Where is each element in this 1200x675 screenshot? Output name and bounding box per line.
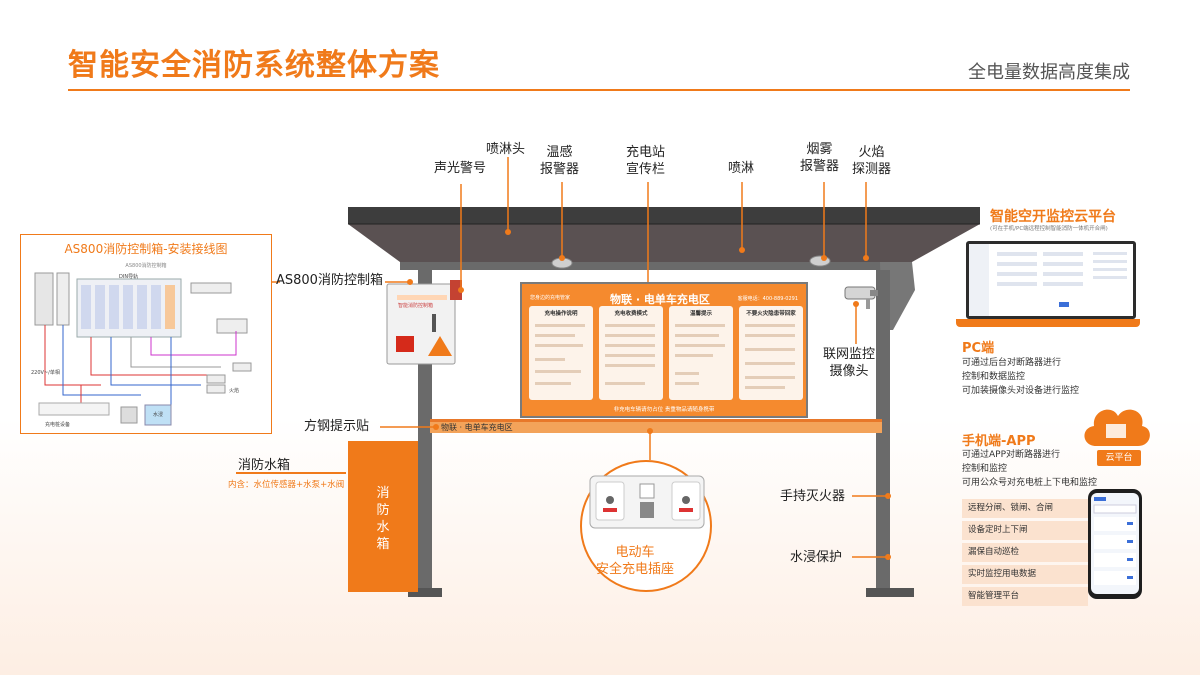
label-sprinkler: 喷淋	[728, 161, 755, 176]
wiring-diagram-panel: AS800消防控制箱-安装接线图 AS800消防控制箱 充电桩设备	[20, 234, 272, 434]
promo-board: 您身边的充电管家 物联 · 电单车充电区 客服电话：400-889-0291 充…	[520, 282, 808, 418]
label-temp-sensor: 温感 报警器	[540, 145, 580, 177]
water-tank-sublabel: 内含：水位传感器+水泵+水阀	[228, 480, 345, 490]
wiring-label-power: 220V~/单相	[31, 370, 60, 376]
pc-section-text: 可通过后台对断路器进行 控制和数据监控 可加装摄像头对设备进行监控	[962, 358, 1080, 396]
feature-item: 设备定时上下闸	[962, 521, 1088, 540]
label-smoke-sensor: 烟雾 报警器	[800, 142, 840, 174]
label-steel-sticker: 方钢提示贴	[304, 419, 370, 434]
phone-device	[1088, 489, 1142, 599]
steel-strip	[430, 419, 882, 433]
wiring-label-flame: 火焰	[229, 388, 240, 394]
feature-item: 远程分闸、锁闸、合闸	[962, 499, 1088, 518]
water-tank: 消 防 水 箱	[348, 441, 418, 592]
pc-section-title: PC端	[962, 341, 995, 356]
label-flame-detector: 火焰 探测器	[852, 145, 892, 177]
dashboard-preview	[969, 244, 1127, 316]
right-pole-base	[866, 588, 914, 597]
board-brand: 物联 · 电单车充电区	[610, 293, 710, 306]
board-card: 温馨提示	[669, 306, 733, 400]
wiring-label-rail: DIN导轨	[119, 274, 139, 280]
app-section-text: 可通过APP对断路器进行 控制和监控 可用公众号对充电桩上下电和监控	[962, 450, 1098, 488]
page-subtitle: 全电量数据高度集成	[968, 62, 1130, 83]
board-card-title: 不要火灾隐患带回家	[746, 311, 796, 317]
feature-item: 漏保自动巡检	[962, 543, 1088, 562]
socket-device	[589, 475, 705, 529]
label-extinguisher: 手持灭火器	[780, 489, 846, 504]
control-box-name: 智能消防控制箱	[398, 303, 434, 309]
feature-item: 实时监控用电数据	[962, 565, 1088, 584]
left-pole-base	[408, 588, 442, 597]
roof-top	[348, 207, 980, 224]
cloud-badge: 云平台	[1097, 450, 1141, 466]
camera-device	[844, 286, 878, 309]
strip-text: 物联 · 电单车充电区	[441, 423, 513, 432]
laptop-base	[956, 319, 1140, 327]
top-beam	[400, 262, 912, 270]
board-tagline: 您身边的充电管家	[530, 295, 571, 301]
label-socket: 电动车 安全充电插座	[596, 545, 675, 577]
water-tank-label: 消防水箱	[238, 458, 291, 473]
wiring-panel-title: AS800消防控制箱-安装接线图	[64, 242, 228, 256]
roof-underside	[348, 224, 980, 262]
page-title: 智能安全消防系统整体方案	[68, 48, 440, 83]
wiring-label-charger: 充电桩设备	[45, 422, 71, 428]
water-tank-leader	[236, 472, 346, 474]
wiring-schematic	[34, 272, 252, 426]
board-card-title: 温馨提示	[689, 311, 712, 317]
board-card-title: 充电操作说明	[544, 311, 578, 317]
board-card: 不要火灾隐患带回家	[739, 306, 803, 400]
label-station-board: 充电站 宣传栏	[626, 145, 666, 177]
label-control-box: AS800消防控制箱	[276, 273, 383, 288]
phone-screen	[1091, 493, 1139, 594]
smoke-sensor-device	[809, 255, 831, 267]
board-card-title: 充电收费模式	[614, 311, 648, 317]
label-sprinkler-head: 喷淋头	[486, 142, 526, 157]
label-alarm: 声光警号	[434, 161, 487, 176]
app-section-title: 手机端-APP	[962, 434, 1036, 449]
label-flood: 水浸保护	[790, 550, 843, 565]
cloud-icon	[1084, 409, 1150, 446]
right-pole	[876, 270, 890, 590]
board-card: 充电收费模式	[599, 306, 663, 400]
laptop-screen	[966, 241, 1136, 319]
control-box-device	[386, 280, 462, 365]
title-divider	[68, 89, 1130, 91]
label-camera: 联网监控 摄像头	[823, 347, 876, 379]
water-tank-text: 消 防 水 箱	[376, 486, 390, 552]
wiring-panel-subtitle: AS800消防控制箱	[125, 263, 167, 269]
board-card: 充电操作说明	[529, 306, 593, 400]
feature-item: 智能管理平台	[962, 587, 1088, 606]
cloud-platform-title: 智能空开监控云平台	[990, 209, 1116, 225]
board-footer: 非充电车辆请勿占位 贵重物品请随身携带	[613, 407, 715, 413]
board-hotline: 客服电话：400-889-0291	[737, 296, 798, 302]
cloud-platform-subtitle: (可在手机/PC端远程控制智能消防一体机开合闸)	[990, 226, 1108, 232]
wiring-label-flood: 水浸	[153, 412, 164, 418]
